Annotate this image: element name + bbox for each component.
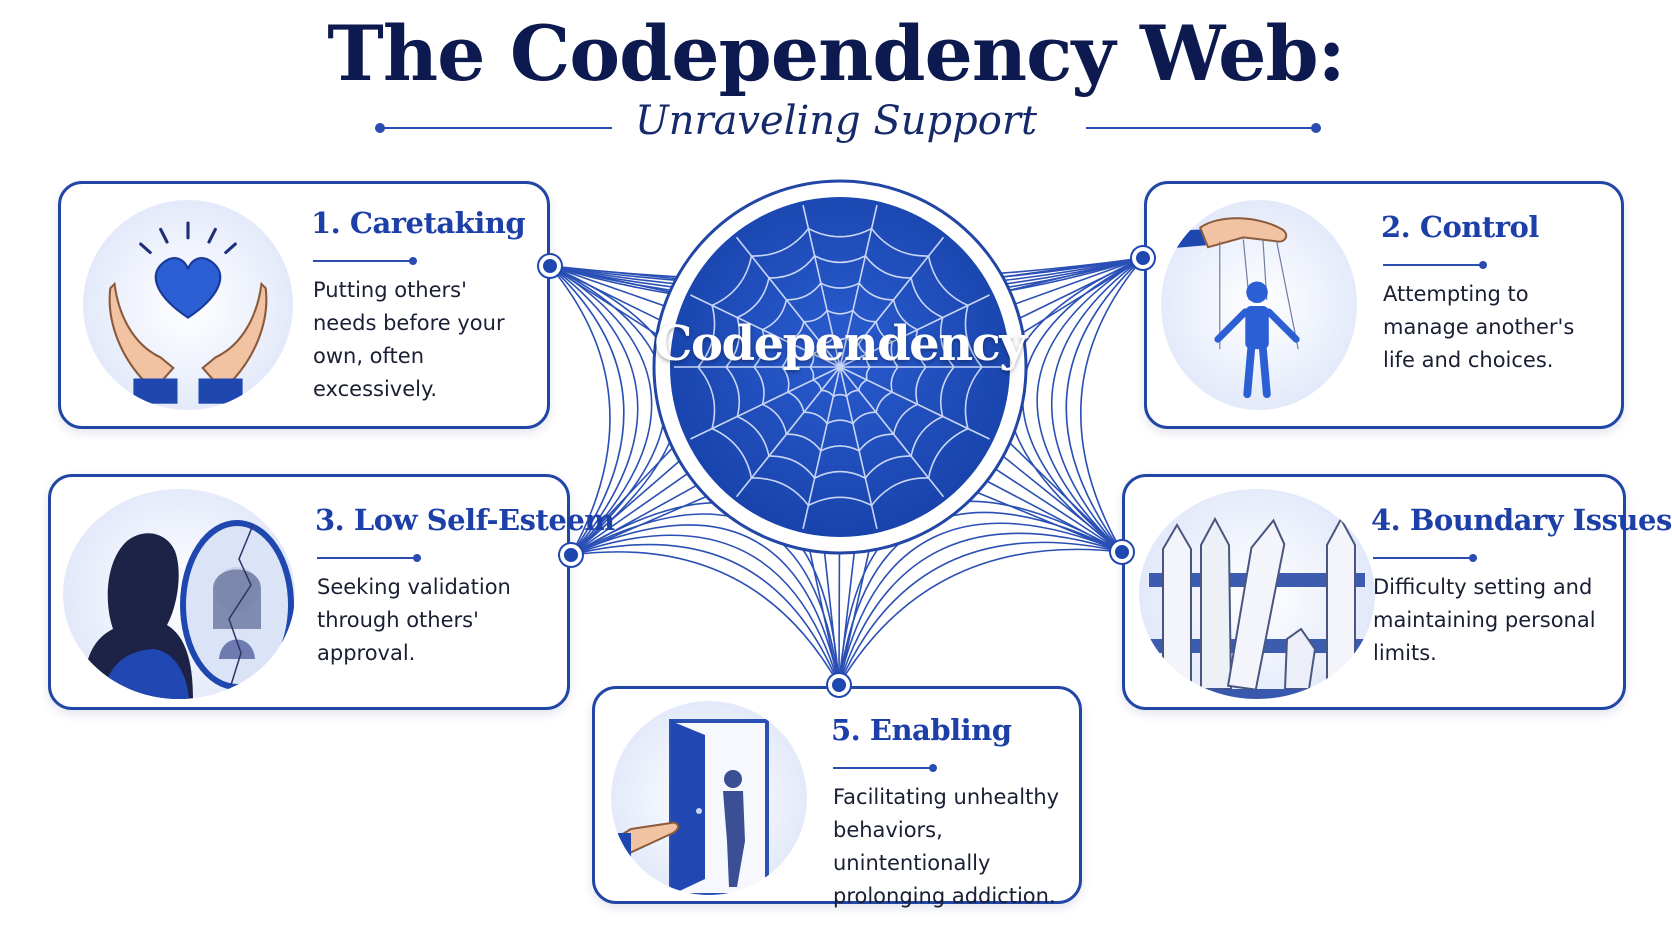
web-strand: [995, 468, 1123, 553]
hub-web-ring: [780, 309, 899, 425]
connector-node-control: [1132, 247, 1154, 269]
web-strand: [549, 265, 653, 556]
card-title: 3. Low Self-Esteem: [315, 503, 615, 537]
web-strand: [838, 522, 1123, 686]
subtitle-ornament-right: [1086, 123, 1321, 133]
web-strand: [570, 534, 840, 686]
card-description: Attempting to manage another's life and …: [1383, 282, 1575, 372]
page-title: The Codependency Web:: [327, 9, 1345, 98]
web-strand: [549, 265, 639, 556]
card-title: 1. Caretaking: [311, 206, 526, 240]
hub-web-spoke: [802, 204, 841, 368]
open-door-icon: [611, 701, 807, 895]
hub-web-spoke: [735, 366, 841, 498]
hub-web-spoke: [690, 366, 841, 440]
hub-web-spoke: [839, 366, 945, 498]
card-low-self-esteem: 3. Low Self-Esteem Seeking validation th…: [48, 474, 615, 710]
card-description: Facilitating unhealthy behaviors, uninte…: [833, 785, 1060, 908]
web-strand: [1065, 257, 1144, 553]
web-strand: [1051, 257, 1144, 553]
hub-web-ring: [752, 282, 927, 452]
caring-hands-heart-icon: [83, 200, 293, 410]
card-description: Difficulty setting and maintaining perso…: [1373, 575, 1596, 665]
web-strand: [838, 532, 1123, 686]
card-title: 5. Enabling: [831, 713, 1012, 747]
web-strand: [1036, 257, 1144, 553]
connector-node-low-self-esteem: [560, 544, 582, 566]
hub-web-ring: [724, 254, 955, 480]
hub-web-spoke: [802, 366, 841, 530]
hub-web-spoke: [839, 204, 878, 368]
hub-web-spoke: [839, 366, 990, 440]
hub-web-spoke: [839, 236, 945, 368]
card-boundary-issues: 4. Boundary Issues Difficulty setting an…: [1122, 474, 1672, 710]
puppet-strings-icon: [1161, 200, 1357, 410]
web-strand: [570, 524, 840, 686]
web-strand: [549, 265, 611, 556]
web-strand: [838, 541, 1123, 686]
page-subtitle: Unraveling Support: [634, 98, 1038, 144]
web-strand: [1014, 257, 1144, 305]
web-strand: [549, 265, 665, 307]
web-strand: [570, 543, 840, 686]
card-title: 2. Control: [1381, 210, 1539, 244]
hub-web-spoke: [839, 294, 990, 368]
web-strand: [570, 472, 689, 556]
hub-web-ring: [808, 336, 871, 398]
subtitle-ornament-left: [375, 123, 612, 133]
connector-node-boundary-issues: [1111, 541, 1133, 563]
center-label: Codependency: [654, 316, 1027, 372]
title-underline: [313, 257, 417, 265]
web-strand: [1080, 257, 1144, 553]
card-enabling: 5. Enabling Facilitating unhealthy behav…: [592, 686, 1082, 908]
web-strand: [838, 548, 1123, 686]
web-strand: [549, 265, 625, 556]
title-underline: [833, 764, 937, 772]
connector-node-enabling: [828, 674, 850, 696]
hub-web-spoke: [735, 236, 841, 368]
broken-mirror-icon: [63, 489, 295, 699]
hub-web-ring: [696, 227, 983, 507]
hub-web-spoke: [690, 294, 841, 368]
title-underline: [1373, 554, 1477, 562]
card-description: Putting others' needs before your own, o…: [313, 278, 505, 401]
web-strand: [570, 551, 840, 686]
title-underline: [1383, 261, 1487, 269]
title-underline: [317, 554, 421, 562]
hub-web-spoke: [839, 366, 878, 530]
card-title: 4. Boundary Issues: [1371, 503, 1672, 537]
card-control: 2. Control Attempting to manage another'…: [1144, 181, 1624, 429]
card-caretaking: 1. Caretaking Putting others' needs befo…: [58, 181, 550, 429]
hub-spider-web: [674, 204, 1006, 530]
connector-node-caretaking: [539, 255, 561, 277]
broken-fence-icon: [1139, 489, 1375, 699]
card-description: Seeking validation through others' appro…: [317, 575, 511, 665]
